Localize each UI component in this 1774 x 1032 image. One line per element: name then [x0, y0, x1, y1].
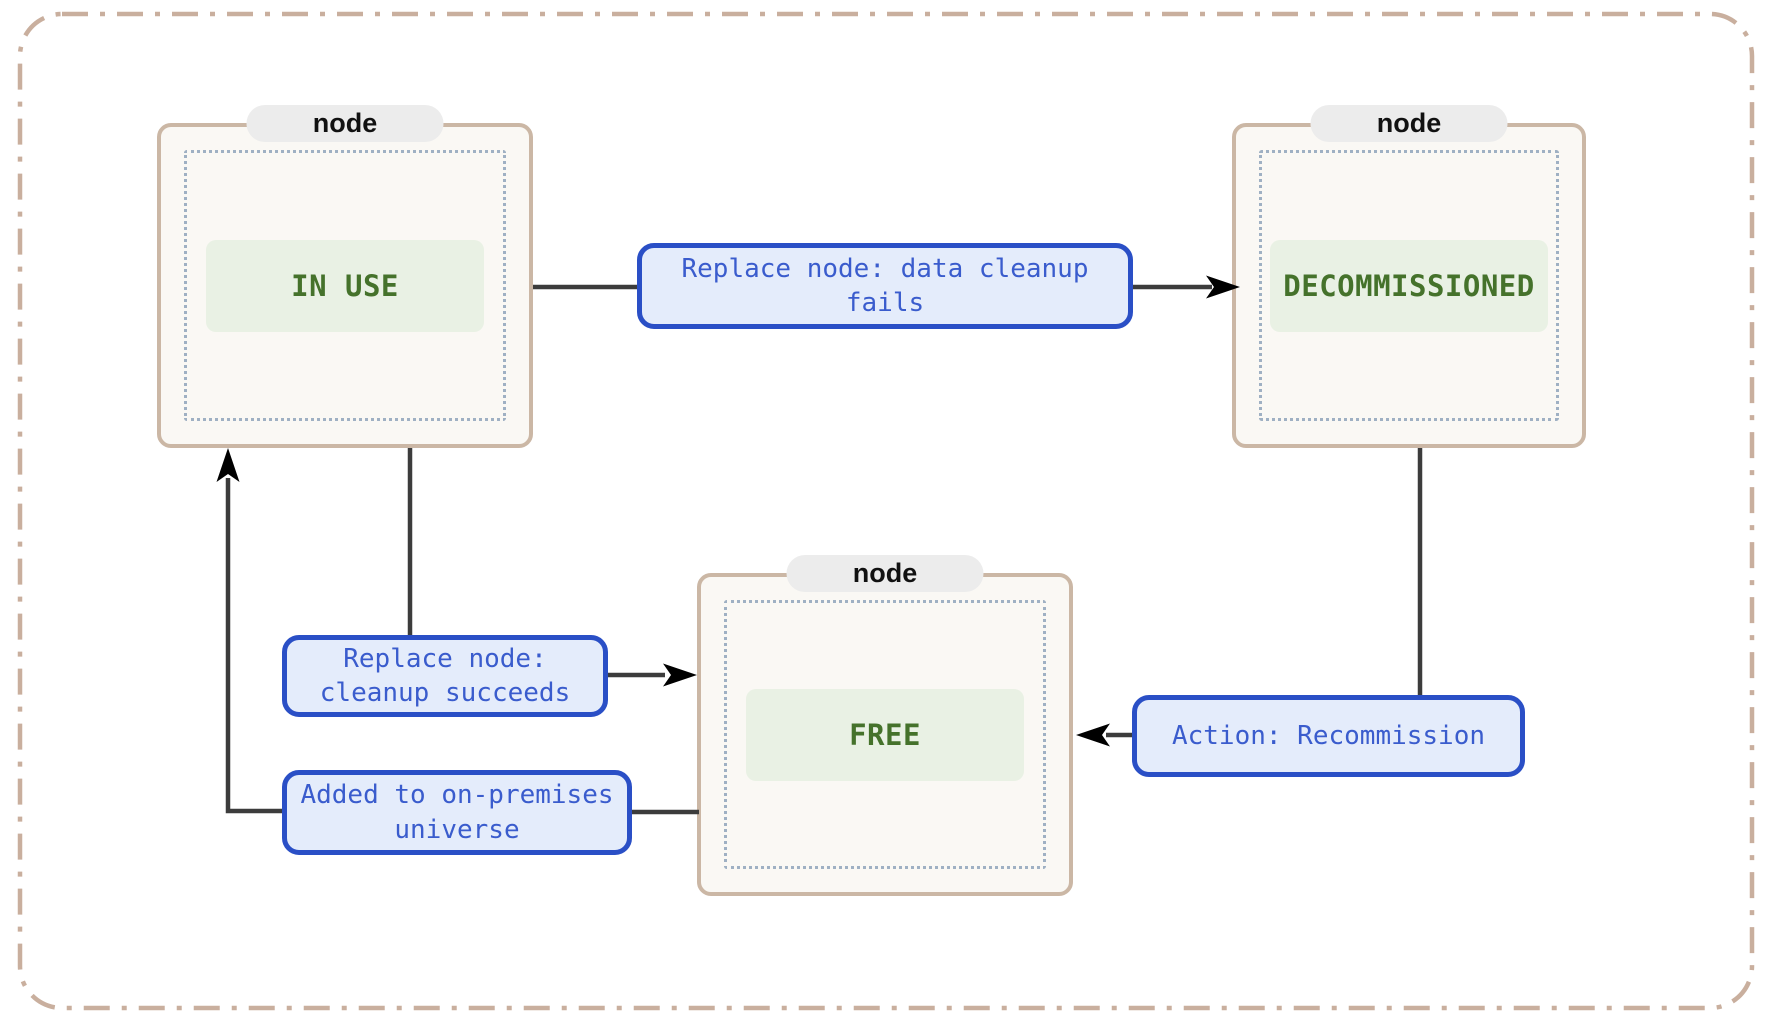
arrowhead-into-free-left	[663, 663, 697, 687]
arrowhead-into-inuse-bottom	[216, 448, 240, 482]
node-type-tab: node	[1310, 105, 1508, 142]
node-type-tab: node	[786, 555, 984, 592]
state-node-decommissioned: node DECOMMISSIONED	[1232, 105, 1586, 448]
state-label-free: FREE	[746, 688, 1024, 781]
edge-label-added-to-universe: Added to on-premises universe	[282, 770, 632, 855]
inner-dotted-border	[1259, 150, 1559, 421]
edge-label-recommission: Action: Recommission	[1132, 695, 1525, 777]
state-label-decommissioned: DECOMMISSIONED	[1270, 239, 1548, 332]
inner-dotted-border	[724, 600, 1046, 869]
edge-added-to-inuse-line	[225, 478, 282, 814]
state-label-in-use: IN USE	[206, 239, 484, 332]
edge-label-replace-succeeds: Replace node: cleanup succeeds	[282, 635, 608, 717]
inner-dotted-border	[184, 150, 506, 421]
node-type-tab: node	[246, 105, 444, 142]
state-node-in-use: node IN USE	[157, 105, 533, 448]
state-node-free: node FREE	[697, 555, 1073, 896]
edge-label-replace-fails: Replace node: data cleanup fails	[637, 243, 1133, 329]
arrowhead-into-free-right	[1076, 723, 1110, 747]
